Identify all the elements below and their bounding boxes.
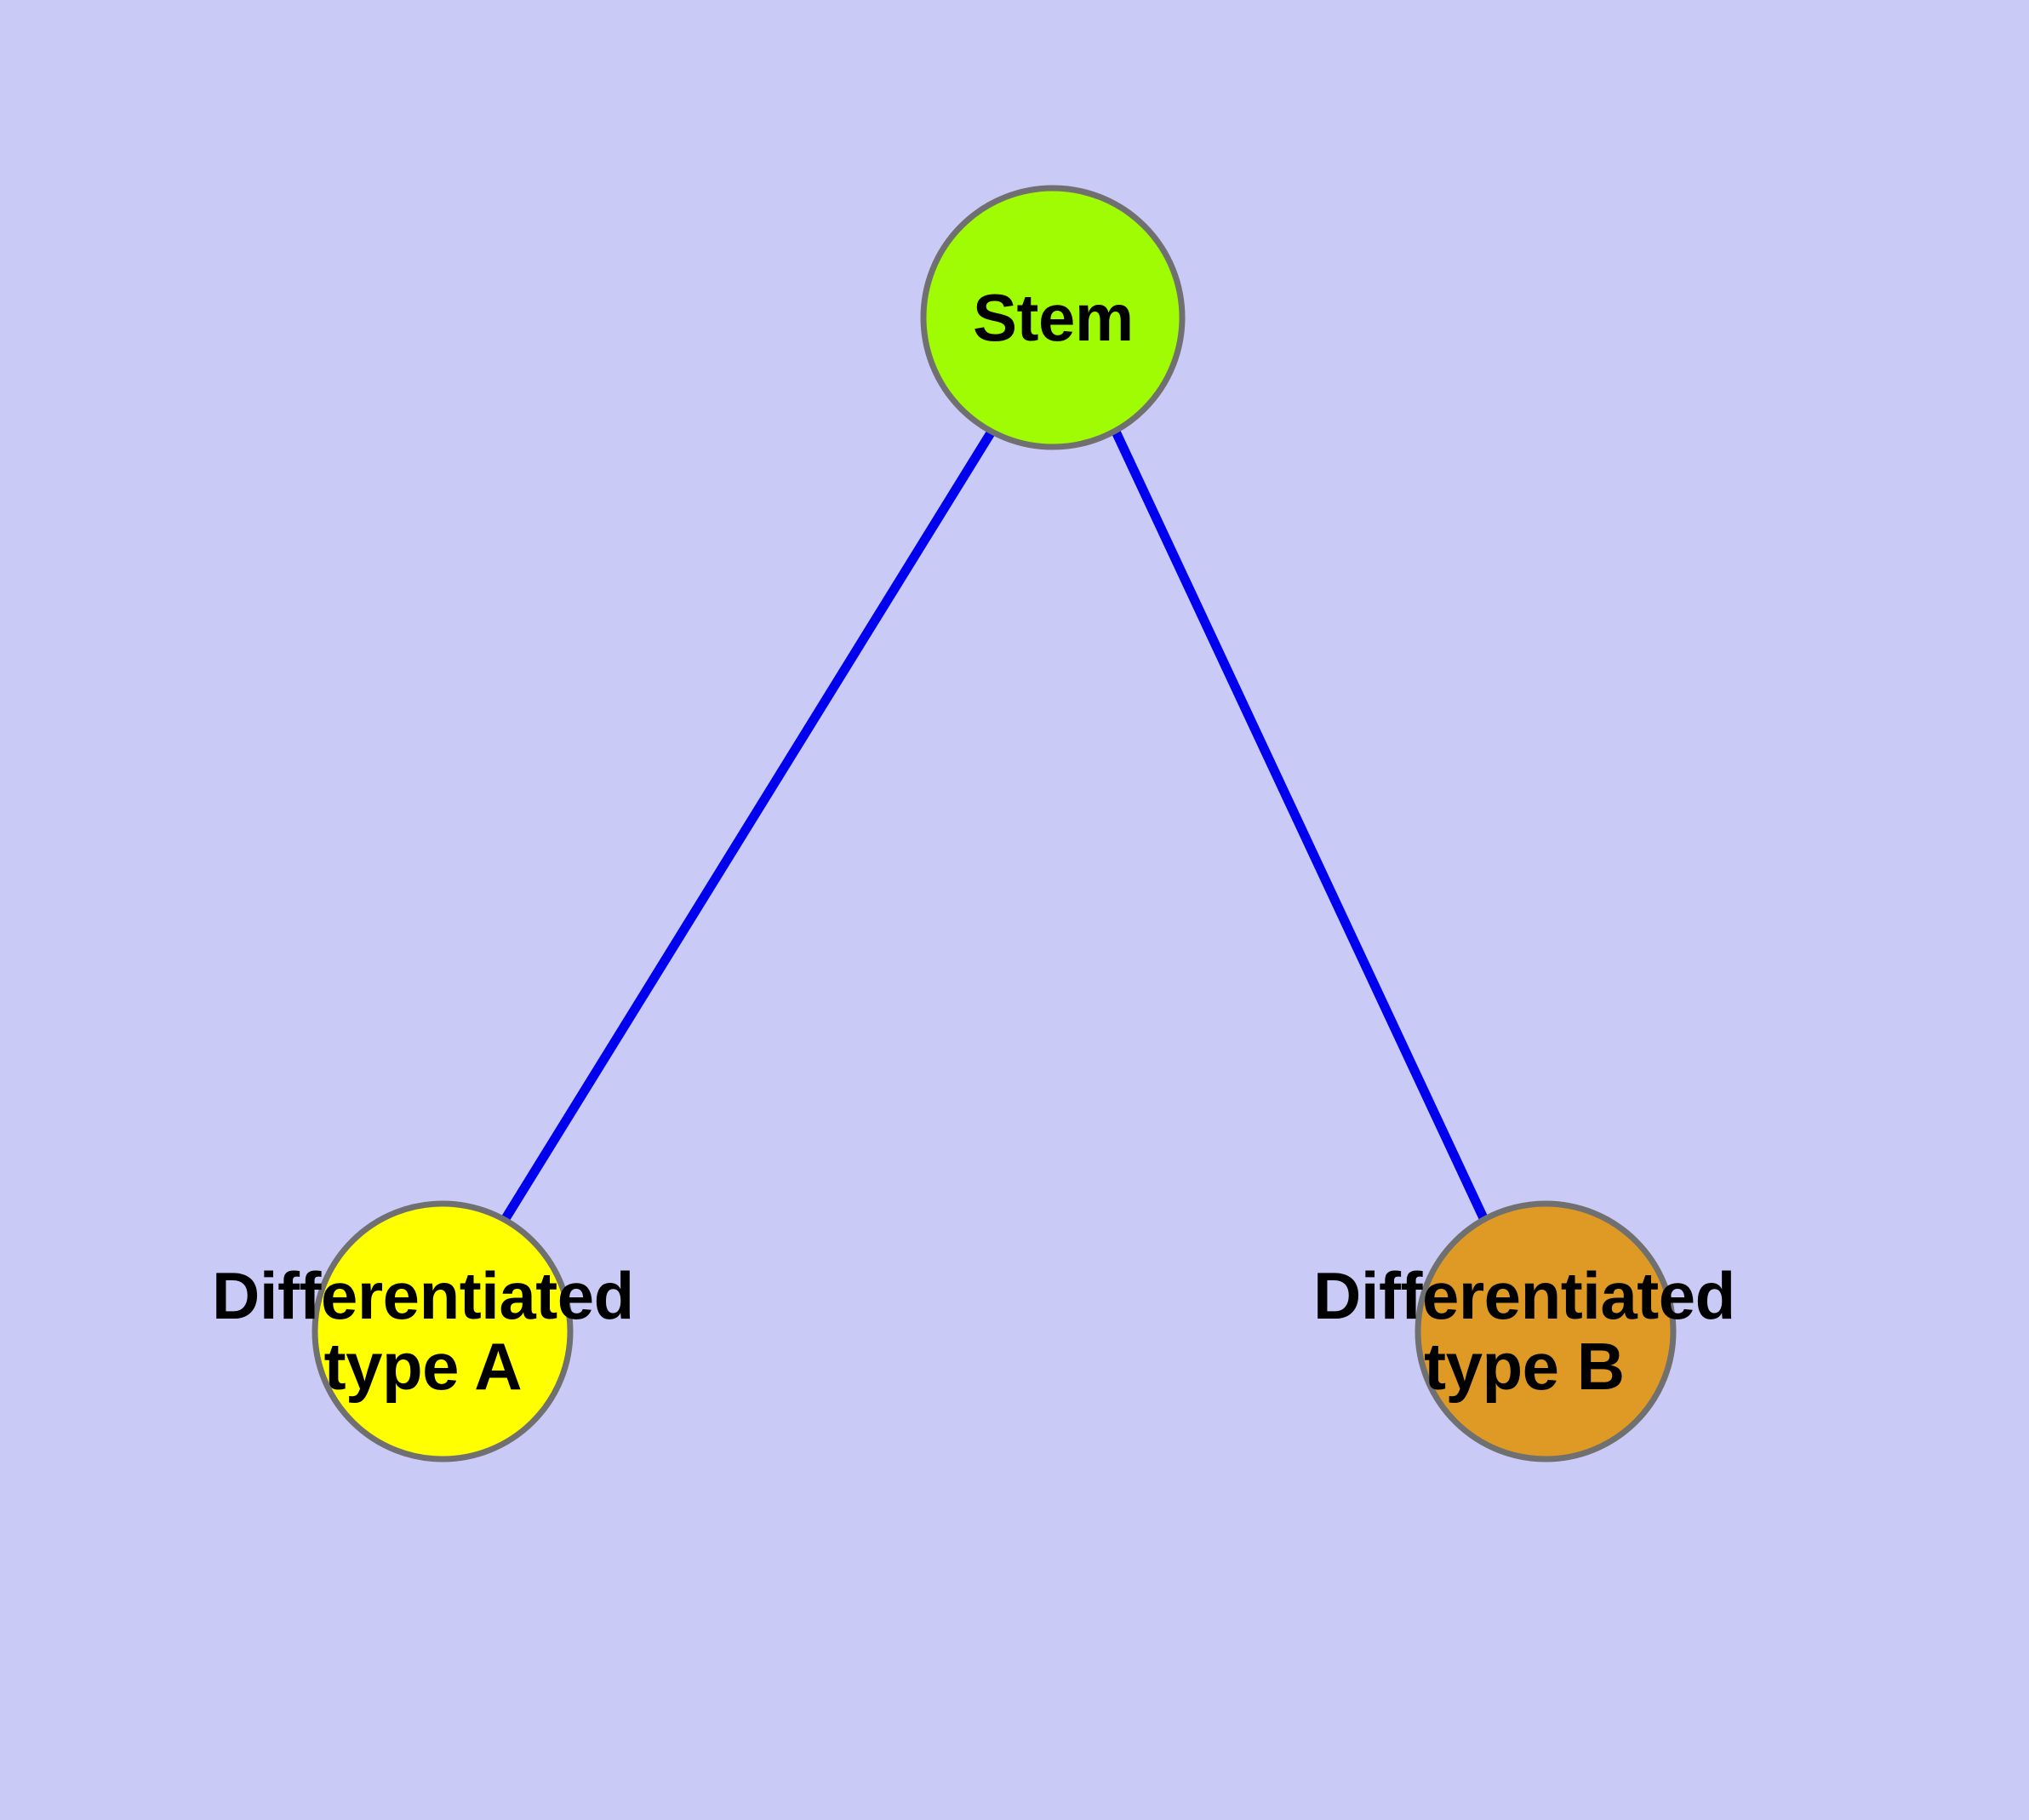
graph-node-stem[interactable]	[920, 185, 1186, 450]
graph-edge	[500, 429, 996, 1222]
graph-node-diff_b[interactable]	[1415, 1200, 1677, 1462]
graph-node-diff_a[interactable]	[311, 1200, 574, 1462]
node-layer	[311, 185, 1677, 1462]
edge-layer	[500, 429, 1489, 1222]
graph-edge	[1112, 429, 1489, 1222]
